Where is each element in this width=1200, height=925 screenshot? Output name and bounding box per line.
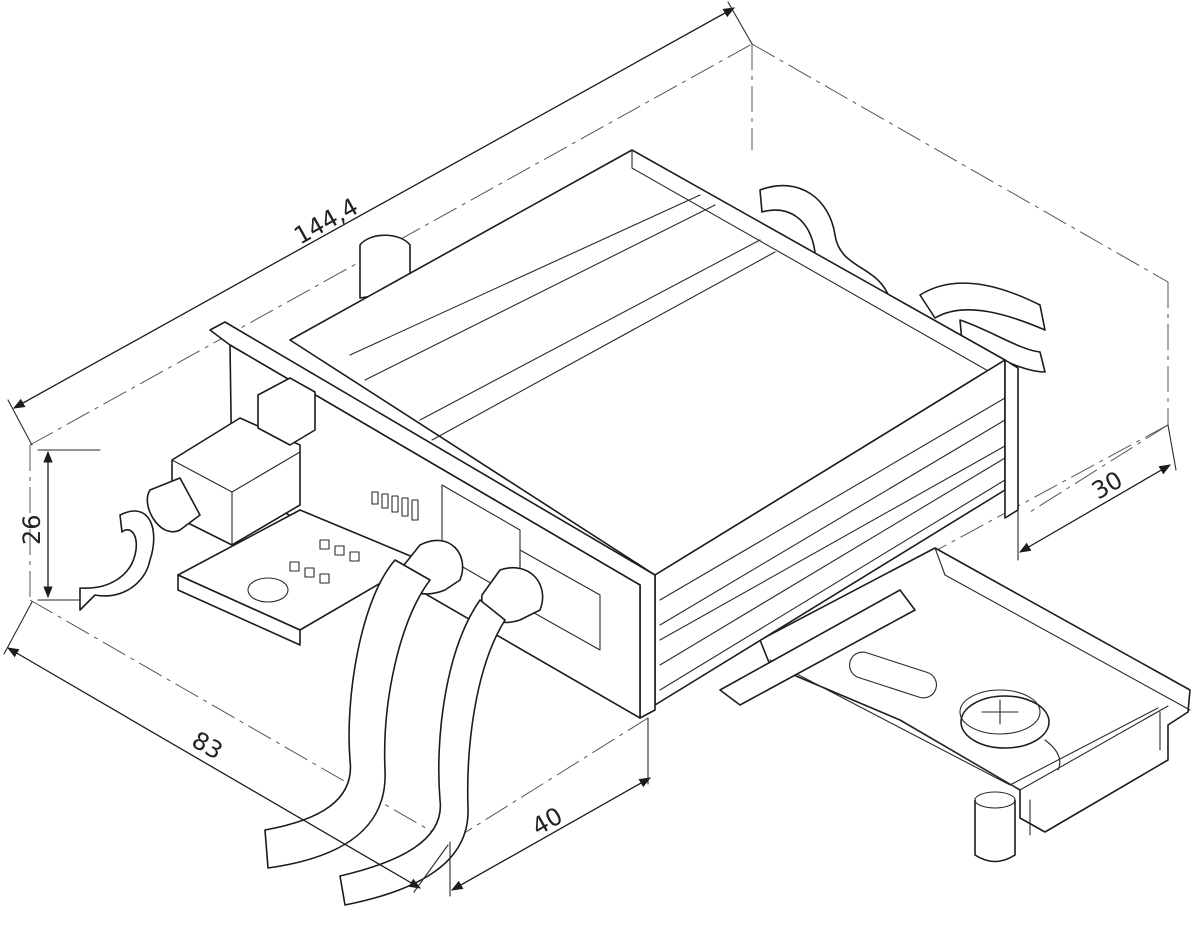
dim-front-label: 40	[527, 802, 567, 842]
dim-height	[37, 449, 101, 601]
dim-length	[7, 1, 753, 446]
dim-height-label: 26	[18, 514, 46, 545]
led-bar	[371, 491, 419, 521]
dim-front	[449, 717, 652, 897]
dim-depth	[1017, 424, 1177, 561]
dim-width-label: 83	[187, 726, 227, 766]
dim-width	[3, 601, 449, 893]
dim-length-label: 144,4	[289, 192, 363, 250]
dim-depth-label: 30	[1087, 466, 1127, 506]
